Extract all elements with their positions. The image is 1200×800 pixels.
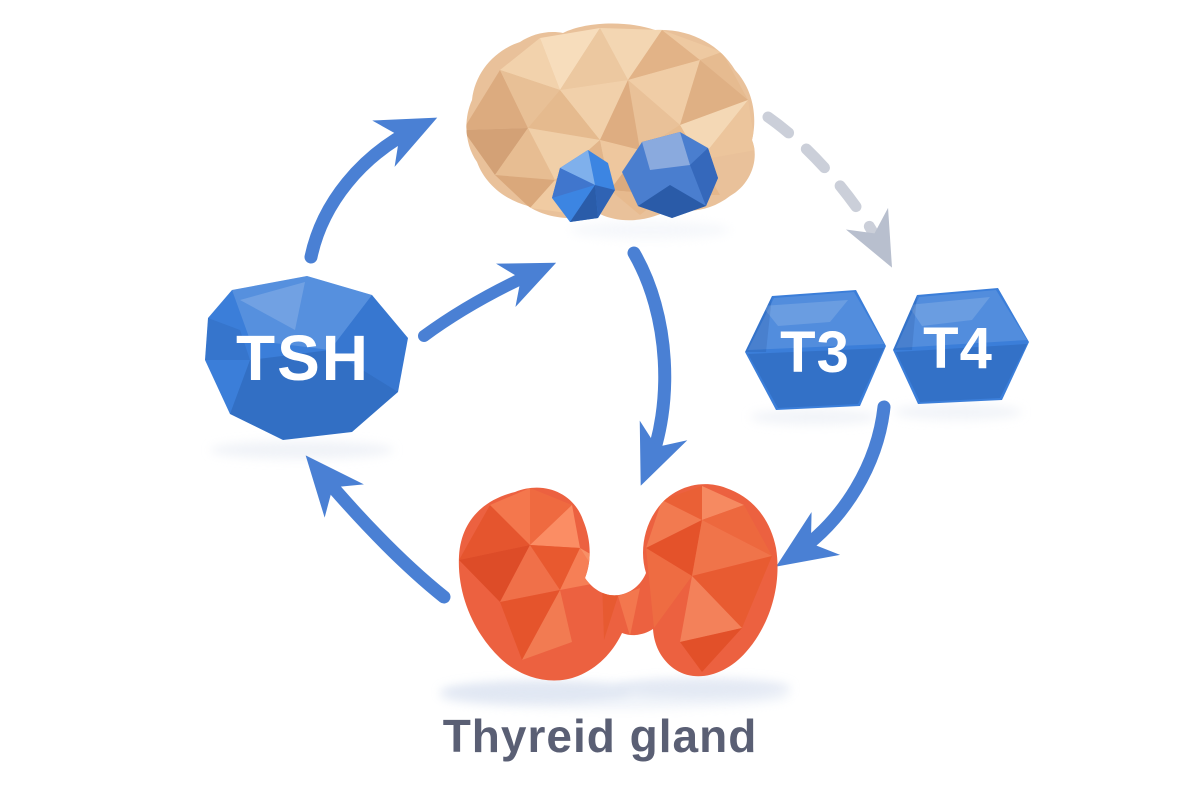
thyroid-gland-icon (458, 484, 778, 681)
t3-badge-facets (745, 292, 884, 408)
t4-label: T4 (923, 316, 993, 381)
t4-badge-facets (893, 290, 1027, 402)
tsh-badge-facets (205, 276, 408, 440)
arrow-brain-to-thyroid (627, 246, 688, 486)
t3-badge-base (745, 290, 886, 410)
arrow-thyroid-to-tsh (305, 455, 451, 604)
feedback-arrows (304, 111, 893, 604)
t3-label: T3 (780, 320, 850, 385)
thyroid-facets (459, 486, 772, 672)
tsh-label: TSH (236, 322, 370, 394)
arrow-t3-t4-to-thyroid (776, 400, 891, 567)
t3-badge: T3 (745, 290, 886, 410)
arrow-dashed-brain-to-t3-t4 (762, 111, 893, 268)
hypothalamus-icon (552, 150, 615, 222)
tsh-badge-base (205, 276, 408, 440)
t4-badge-base (893, 288, 1029, 404)
t4-badge: T4 (893, 288, 1029, 404)
pituitary-icon (622, 132, 718, 218)
caption-thyroid-gland: Thyreid gland (443, 710, 758, 762)
arrow-tsh-to-pituitary (418, 262, 557, 342)
tsh-badge: TSH (205, 276, 408, 440)
arrow-tsh-to-brain (304, 117, 438, 264)
shadows (210, 221, 1022, 709)
